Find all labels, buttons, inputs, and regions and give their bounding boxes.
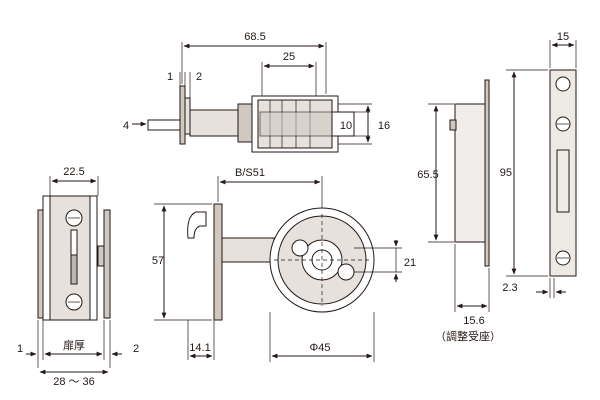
door-range-label: 28 ～ 36 [53, 376, 95, 388]
strike-plate-edge [484, 79, 490, 267]
dim-2-label: 2 [196, 71, 202, 83]
dim-10-label: 10 [340, 120, 352, 132]
door-thickness-label: 扉厚 [63, 339, 85, 352]
backset-label: B/S51 [235, 167, 265, 179]
strike-width-label: 15 [557, 31, 569, 43]
pitch-label: 21 [404, 257, 416, 269]
dim-left-label: 1 [17, 343, 23, 355]
left-plate [37, 209, 44, 319]
dim-16-label: 16 [378, 120, 390, 132]
diameter-label: Φ45 [309, 342, 330, 354]
offset-label: 14.1 [189, 342, 210, 354]
face-plate [179, 85, 186, 145]
strike-height-label: 65.5 [417, 169, 438, 181]
top-view: 68.5 25 1 2 4 10 16 [123, 31, 390, 153]
strike-screw-top [555, 76, 571, 92]
latch-body [189, 109, 239, 137]
pull-screw-right [337, 263, 355, 281]
side-view: B/S51 57 14.1 Φ45 21 [152, 167, 416, 362]
strike-note-label: （調整受座） [435, 329, 501, 343]
dim-width-label: 22.5 [63, 166, 84, 178]
pull-screw-left [291, 239, 309, 257]
front-view: 22.5 1 扉厚 2 28 ～ 36 [17, 166, 139, 388]
strike-thickness-label: 2.3 [502, 282, 517, 294]
dim-1-label: 1 [167, 71, 173, 83]
strike-plate-view: 15 95 2.3 [500, 31, 577, 298]
strike-depth-label: 15.6 [463, 315, 484, 327]
dim-4-label: 4 [123, 120, 129, 132]
latch-bar [221, 237, 275, 263]
height-label: 57 [152, 255, 164, 267]
strike-length-label: 95 [500, 167, 512, 179]
dim-right-label: 2 [133, 343, 139, 355]
right-plate [103, 209, 111, 319]
strike-side-view: 65.5 15.6 （調整受座） [417, 79, 501, 343]
latch-hook [187, 211, 207, 239]
strike-slot [556, 149, 570, 213]
spindle-rod [147, 119, 185, 131]
dim-total-label: 68.5 [244, 31, 265, 43]
dim-inner-label: 25 [283, 51, 295, 63]
latch-plate [213, 203, 223, 321]
